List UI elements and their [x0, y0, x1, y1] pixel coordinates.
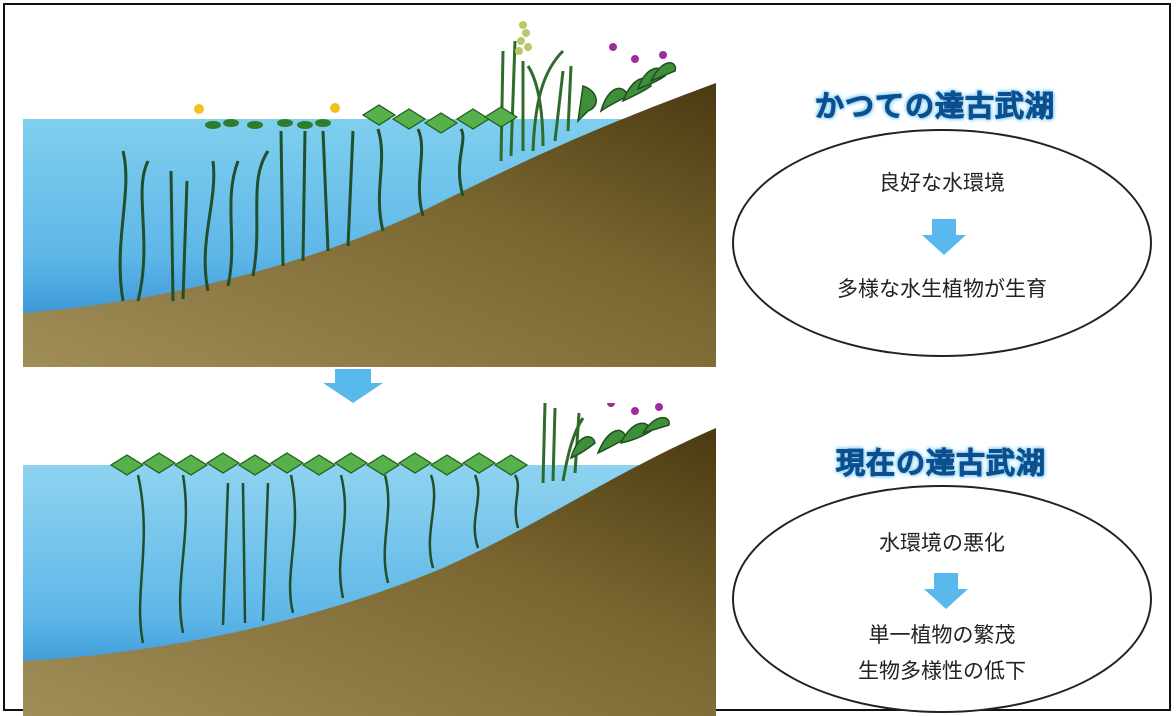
figure-frame: かつての達古武湖 良好な水環境 多様な水生植物が生育 現在の達古武湖 水環境の悪… — [3, 3, 1171, 716]
present-line1: 水環境の悪化 — [879, 531, 1005, 555]
emergent-plants — [499, 40, 573, 162]
present-line3: 生物多様性の低下 — [858, 659, 1026, 683]
purple-flowers — [609, 43, 667, 63]
present-lake-illustration — [23, 403, 716, 716]
present-title: 現在の達古武湖 — [835, 446, 1047, 481]
past-down-arrow — [922, 219, 966, 255]
present-line2: 単一植物の繁茂 — [868, 623, 1016, 647]
yellow-flowers — [194, 103, 340, 114]
present-ellipse: 水環境の悪化 単一植物の繁茂 生物多様性の低下 — [732, 485, 1152, 713]
past-ellipse: 良好な水環境 多様な水生植物が生育 — [732, 129, 1152, 357]
small-floating-plants — [205, 119, 331, 129]
past-lake-illustration — [23, 21, 716, 367]
arrowhead-plants — [576, 62, 677, 124]
past-title: かつての達古武湖 — [814, 89, 1056, 124]
seed-heads — [515, 21, 532, 55]
past-line1: 良好な水環境 — [879, 171, 1005, 195]
emergent-plants — [541, 403, 585, 484]
past-line2: 多様な水生植物が生育 — [837, 277, 1047, 301]
submerged-plants — [118, 128, 465, 302]
floating-leaves — [361, 104, 519, 134]
lake-bed — [23, 83, 716, 367]
floating-leaf-mat — [109, 452, 529, 476]
arrowhead-plants — [569, 417, 670, 460]
lake-bed — [23, 428, 716, 716]
submerged-stems — [136, 474, 520, 644]
purple-flowers — [607, 403, 663, 415]
present-down-arrow — [924, 573, 968, 609]
down-arrow-left — [323, 369, 383, 403]
